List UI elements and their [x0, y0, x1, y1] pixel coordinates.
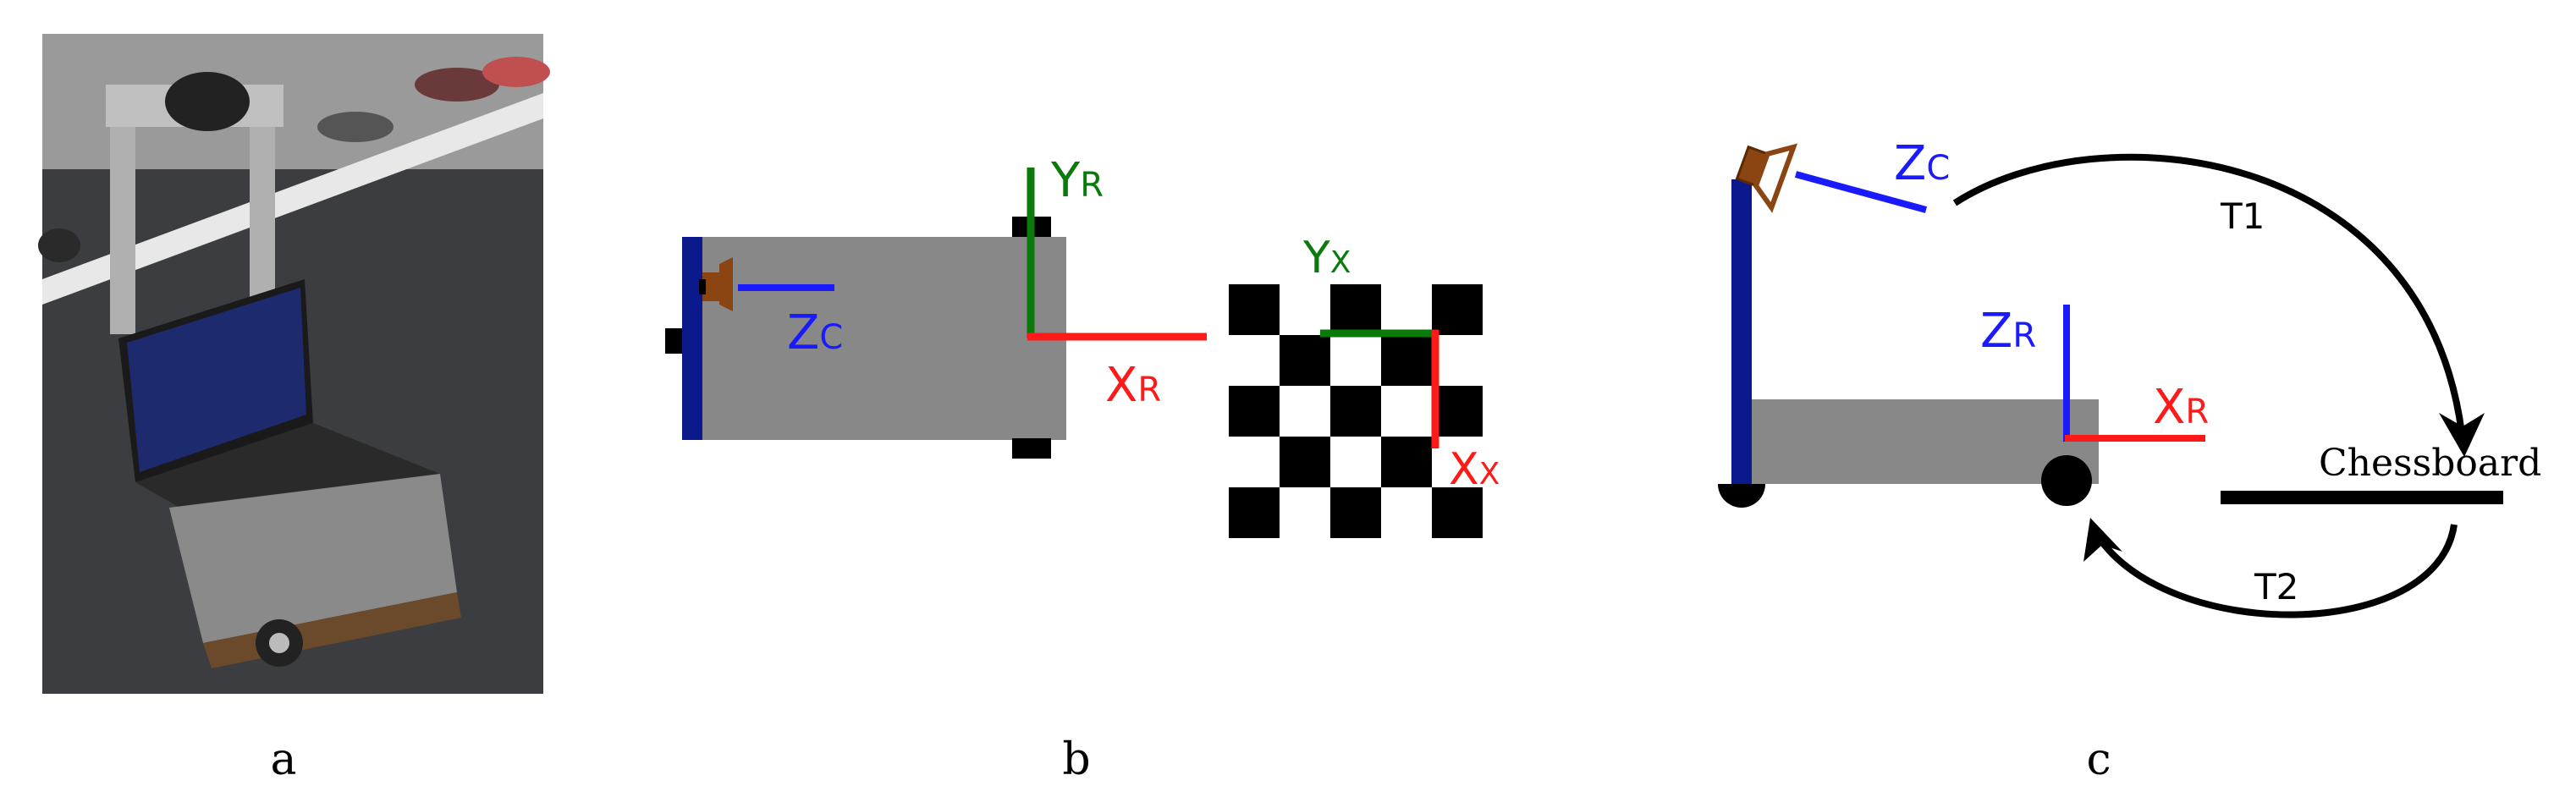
chess-square: [1381, 335, 1432, 386]
chessboard-side: [2221, 491, 2503, 504]
chess-square: [1229, 284, 1280, 335]
zc-axis-side: [1794, 171, 1928, 213]
t1-arrow: [1952, 153, 2466, 441]
camera-icon: [699, 257, 733, 311]
panel-a-photo: [38, 34, 550, 694]
t2-arrow: [2094, 524, 2458, 618]
label-yx-b: YX: [1302, 233, 1351, 283]
label-xr-c: XR: [2153, 380, 2209, 435]
chess-square: [1330, 284, 1381, 335]
label-zc-b: ZC: [787, 305, 843, 360]
chess-square: [1432, 487, 1483, 538]
chess-square: [1432, 284, 1483, 335]
label-chessboard: Chessboard: [2319, 442, 2541, 485]
caster-wheel: [1718, 484, 1765, 508]
frame-post: [682, 237, 702, 440]
panel-b-caption: b: [1062, 734, 1090, 785]
frame-post-side: [1731, 179, 1752, 484]
wheel-bottom: [1012, 438, 1051, 459]
chess-square: [1229, 487, 1280, 538]
label-t2: T2: [2254, 566, 2298, 607]
chessboard-pattern: [1229, 284, 1483, 538]
chess-square: [1330, 386, 1381, 437]
label-t1: T1: [2220, 195, 2265, 237]
chess-square: [1229, 386, 1280, 437]
panel-c-diagram: [1718, 143, 2503, 618]
label-zr-c: ZR: [1980, 304, 2036, 359]
robot-body: [702, 237, 1066, 440]
chess-square: [1432, 386, 1483, 437]
robot-body-side: [1752, 399, 2099, 484]
chess-square: [1280, 437, 1330, 487]
label-yr-b: YR: [1050, 153, 1104, 208]
label-xx-b: XX: [1449, 444, 1500, 495]
drive-wheel: [2041, 455, 2092, 506]
chess-square: [1330, 487, 1381, 538]
label-zc-c: ZC: [1894, 136, 1950, 191]
chess-square: [1280, 335, 1330, 386]
t1-arrowhead: [2439, 413, 2485, 457]
panel-a-caption: a: [270, 734, 296, 785]
t2-arrowhead: [2083, 518, 2122, 562]
label-xr-b: XR: [1105, 358, 1161, 413]
chess-square: [1381, 437, 1432, 487]
camera-icon-side: [1735, 143, 1798, 213]
panel-b-diagram: [665, 168, 1207, 459]
panel-c-caption: c: [2086, 734, 2111, 785]
